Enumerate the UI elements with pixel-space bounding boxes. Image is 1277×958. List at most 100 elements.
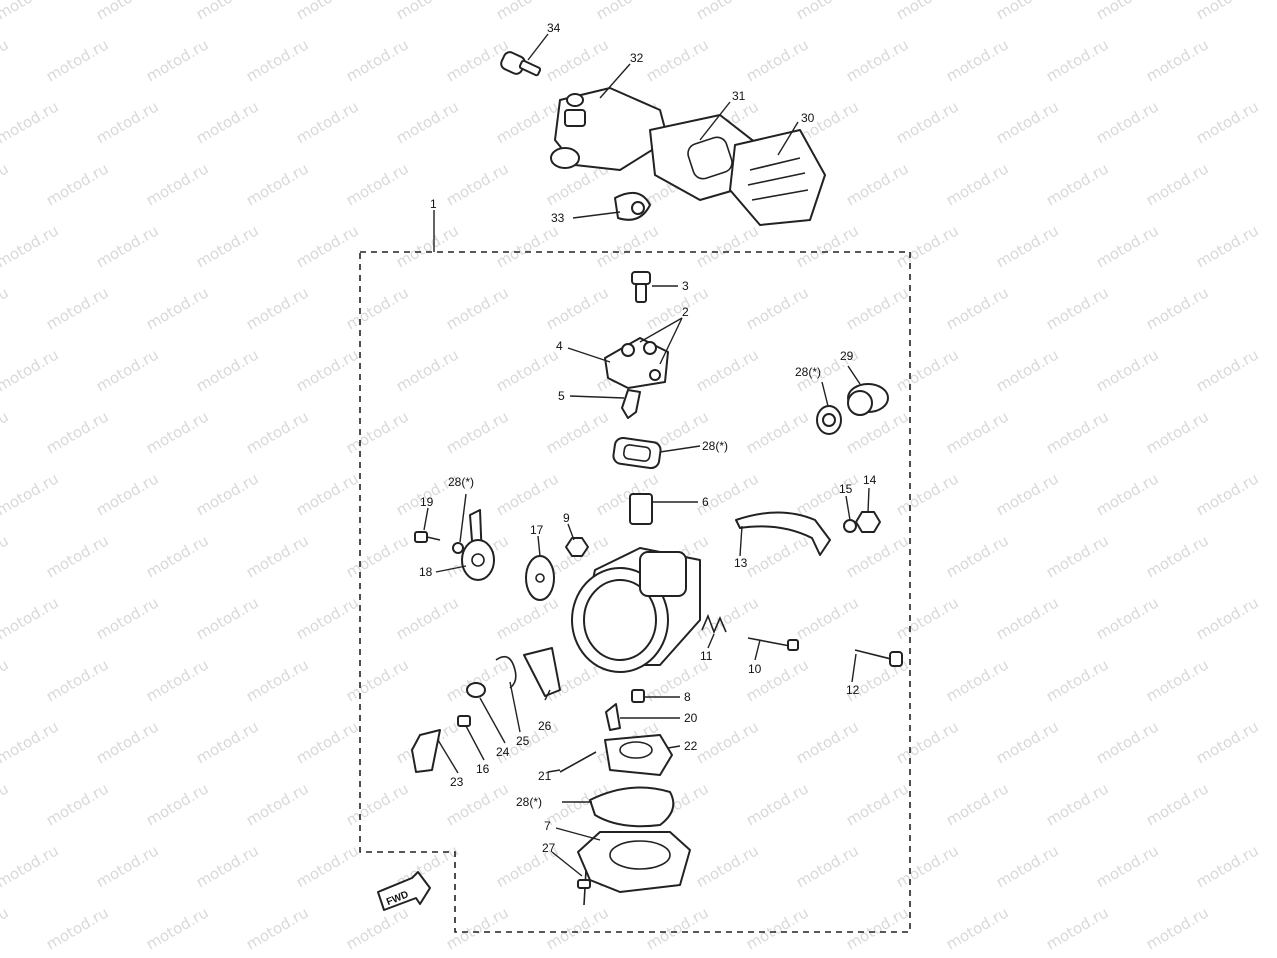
watermark-text: motod.ru bbox=[1143, 779, 1212, 829]
label-11: 11 bbox=[700, 649, 713, 663]
watermark-text: motod.ru bbox=[1193, 0, 1262, 23]
watermark-text: motod.ru bbox=[893, 221, 962, 271]
watermark-text: motod.ru bbox=[743, 531, 812, 581]
watermark-text: motod.ru bbox=[0, 655, 12, 705]
carburetor-body bbox=[571, 547, 701, 673]
watermark-text: motod.ru bbox=[0, 283, 12, 333]
watermark-text: motod.ru bbox=[243, 283, 312, 333]
label-14: 14 bbox=[863, 473, 877, 487]
part-5-lever bbox=[621, 389, 641, 419]
watermark-text: motod.ru bbox=[43, 903, 112, 953]
watermark-text: motod.ru bbox=[243, 407, 312, 457]
part-32-throttle-housing bbox=[550, 87, 669, 171]
part-20-needle bbox=[605, 703, 621, 731]
label-4: 4 bbox=[556, 339, 563, 353]
watermark-text: motod.ru bbox=[1143, 531, 1212, 581]
label-22: 22 bbox=[684, 739, 698, 753]
label-12: 12 bbox=[846, 683, 860, 697]
part-13-bracket bbox=[735, 511, 831, 556]
watermark-text: motod.ru bbox=[793, 0, 862, 23]
label-34: 34 bbox=[547, 21, 561, 35]
watermark-text: motod.ru bbox=[1143, 407, 1212, 457]
label-31: 31 bbox=[732, 89, 746, 103]
watermark-text: motod.ru bbox=[43, 531, 112, 581]
label-3: 3 bbox=[682, 279, 689, 293]
label-21: 21 bbox=[538, 769, 552, 783]
watermark-text: motod.ru bbox=[993, 97, 1062, 147]
label-29: 29 bbox=[840, 349, 854, 363]
watermark-text: motod.ru bbox=[943, 35, 1012, 85]
watermark-text: motod.ru bbox=[893, 97, 962, 147]
watermark-text: motod.ru bbox=[993, 469, 1062, 519]
label-18: 18 bbox=[419, 565, 433, 579]
watermark-text: motod.ru bbox=[543, 903, 612, 953]
part-26-lever bbox=[523, 647, 561, 697]
watermark-text: motod.ru bbox=[1043, 407, 1112, 457]
watermark-text: motod.ru bbox=[293, 469, 362, 519]
watermark-text: motod.ru bbox=[193, 345, 262, 395]
watermark-text: motod.ru bbox=[0, 0, 62, 23]
part-18-throttle-pulley bbox=[461, 509, 495, 581]
watermark-text: motod.ru bbox=[343, 283, 412, 333]
watermark-text: motod.ru bbox=[393, 97, 462, 147]
watermark-text: motod.ru bbox=[993, 221, 1062, 271]
watermark-text: motod.ru bbox=[593, 221, 662, 271]
watermark-text: motod.ru bbox=[1093, 469, 1162, 519]
watermark-text: motod.ru bbox=[93, 0, 162, 23]
watermark-text: motod.ru bbox=[0, 221, 62, 271]
watermark-text: motod.ru bbox=[893, 841, 962, 891]
watermark-text: motod.ru bbox=[0, 903, 12, 953]
watermark-text: motod.ru bbox=[243, 655, 312, 705]
watermark-text: motod.ru bbox=[1043, 283, 1112, 333]
watermark-text: motod.ru bbox=[843, 903, 912, 953]
watermark-text: motod.ru bbox=[93, 717, 162, 767]
watermark-text: motod.ru bbox=[993, 0, 1062, 23]
label-9: 9 bbox=[563, 511, 570, 525]
watermark-text: motod.ru bbox=[693, 593, 762, 643]
watermark-text: motod.ru bbox=[593, 0, 662, 23]
part-34-bolt-cap bbox=[500, 51, 542, 77]
watermark-text: motod.ru bbox=[0, 159, 12, 209]
watermark-text: motod.ru bbox=[943, 531, 1012, 581]
watermark-text: motod.ru bbox=[493, 345, 562, 395]
watermark-text: motod.ru bbox=[393, 0, 462, 23]
part-14-nut bbox=[855, 511, 881, 533]
watermark-text: motod.ru bbox=[943, 283, 1012, 333]
watermark-text: motod.ru bbox=[93, 221, 162, 271]
part-16-screw bbox=[457, 715, 471, 727]
watermark-text: motod.ru bbox=[143, 159, 212, 209]
watermark-text: motod.ru bbox=[893, 469, 962, 519]
watermark-text: motod.ru bbox=[143, 903, 212, 953]
part-10-screw bbox=[747, 637, 799, 651]
part-labels: 34 32 31 30 33 1 3 2 4 5 28(*) 28(*) 29 … bbox=[419, 21, 877, 855]
watermark-text: motod.ru bbox=[443, 655, 512, 705]
label-32: 32 bbox=[630, 51, 644, 65]
watermark-text: motod.ru bbox=[793, 717, 862, 767]
watermark-text: motod.ru bbox=[793, 221, 862, 271]
watermark-text: motod.ru bbox=[0, 717, 62, 767]
watermark-text: motod.ru bbox=[843, 779, 912, 829]
label-28-lower: 28(*) bbox=[516, 795, 542, 809]
watermark-text: motod.ru bbox=[0, 841, 62, 891]
watermark-text: motod.ru bbox=[893, 717, 962, 767]
watermark-text: motod.ru bbox=[393, 593, 462, 643]
watermark-text: motod.ru bbox=[1043, 531, 1112, 581]
part-28-gasket-lower bbox=[589, 786, 675, 828]
part-21-rod bbox=[559, 751, 597, 773]
watermark-text: motod.ru bbox=[743, 779, 812, 829]
watermark-text: motod.ru bbox=[0, 593, 62, 643]
watermark-text: motod.ru bbox=[293, 717, 362, 767]
watermark-text: motod.ru bbox=[343, 531, 412, 581]
watermark-text: motod.ru bbox=[1093, 97, 1162, 147]
part-4-fuel-pump-cover bbox=[604, 337, 669, 389]
watermark-text: motod.ru bbox=[943, 779, 1012, 829]
label-2: 2 bbox=[682, 305, 689, 319]
label-1: 1 bbox=[430, 197, 437, 211]
watermark-text: motod.ru bbox=[1093, 0, 1162, 23]
watermark-text: motod.ru bbox=[1093, 717, 1162, 767]
watermark-text: motod.ru bbox=[493, 0, 562, 23]
watermark-text: motod.ru bbox=[393, 221, 462, 271]
part-28-washer-left bbox=[452, 542, 464, 554]
watermark-text: motod.ru bbox=[193, 0, 262, 23]
watermark-text: motod.ru bbox=[0, 35, 12, 85]
